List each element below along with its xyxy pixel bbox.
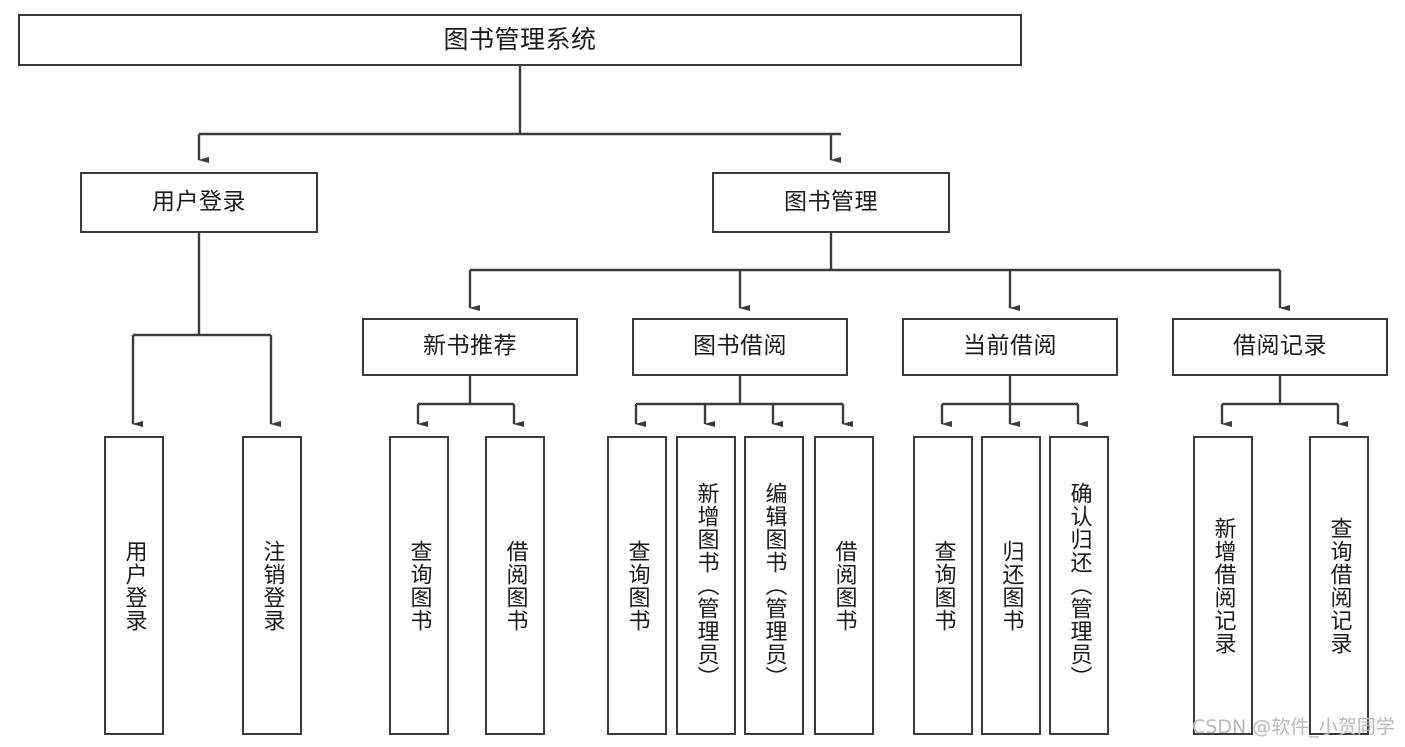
node-borrow-record[interactable]: 借阅记录	[1172, 318, 1388, 376]
csdn-watermark: CSDN @软件_小贺同学	[1192, 716, 1395, 738]
node-label: 确认归还（管理员）	[1066, 482, 1092, 689]
node-label: 新书推荐	[423, 333, 517, 360]
leaf-edit-book-admin[interactable]: 编辑图书（管理员）	[744, 436, 804, 735]
leaf-add-book-admin[interactable]: 新增图书（管理员）	[676, 436, 736, 735]
node-label: 图书借阅	[693, 333, 787, 360]
node-label: 查询图书	[624, 539, 650, 632]
node-label: 注销登录	[259, 539, 285, 632]
leaf-user-login[interactable]: 用户登录	[104, 436, 164, 735]
node-label: 借阅记录	[1233, 333, 1327, 360]
node-label: 借阅图书	[831, 539, 857, 632]
node-book-management-system[interactable]: 图书管理系统	[18, 14, 1022, 66]
node-book-management[interactable]: 图书管理	[712, 172, 950, 233]
node-label: 归还图书	[998, 539, 1024, 632]
node-label: 编辑图书（管理员）	[761, 482, 787, 689]
node-label: 新增借阅记录	[1210, 516, 1236, 655]
leaf-query-book-current[interactable]: 查询图书	[913, 436, 973, 735]
node-book-borrow[interactable]: 图书借阅	[632, 318, 848, 376]
node-label: 图书管理系统	[443, 25, 597, 55]
leaf-query-book-new-recommendation[interactable]: 查询图书	[389, 436, 449, 735]
node-label: 用户登录	[121, 539, 147, 632]
leaf-query-borrow-record[interactable]: 查询借阅记录	[1309, 436, 1369, 735]
node-new-book-recommendation[interactable]: 新书推荐	[362, 318, 578, 376]
node-label: 查询图书	[406, 539, 432, 632]
node-label: 查询借阅记录	[1326, 516, 1352, 655]
node-label: 图书管理	[784, 188, 878, 215]
leaf-query-book-borrow[interactable]: 查询图书	[607, 436, 667, 735]
node-label: 新增图书（管理员）	[693, 482, 719, 689]
leaf-confirm-return-admin[interactable]: 确认归还（管理员）	[1049, 436, 1109, 735]
node-label: 查询图书	[930, 539, 956, 632]
node-label: 当前借阅	[963, 333, 1057, 360]
leaf-return-book[interactable]: 归还图书	[981, 436, 1041, 735]
leaf-logout[interactable]: 注销登录	[242, 436, 302, 735]
node-user-login[interactable]: 用户登录	[80, 172, 318, 233]
leaf-add-borrow-record[interactable]: 新增借阅记录	[1193, 436, 1253, 735]
node-label: 用户登录	[152, 188, 246, 215]
node-label: 借阅图书	[502, 539, 528, 632]
leaf-borrow-book-new-recommendation[interactable]: 借阅图书	[485, 436, 545, 735]
node-current-borrow[interactable]: 当前借阅	[902, 318, 1118, 376]
leaf-borrow-book[interactable]: 借阅图书	[814, 436, 874, 735]
